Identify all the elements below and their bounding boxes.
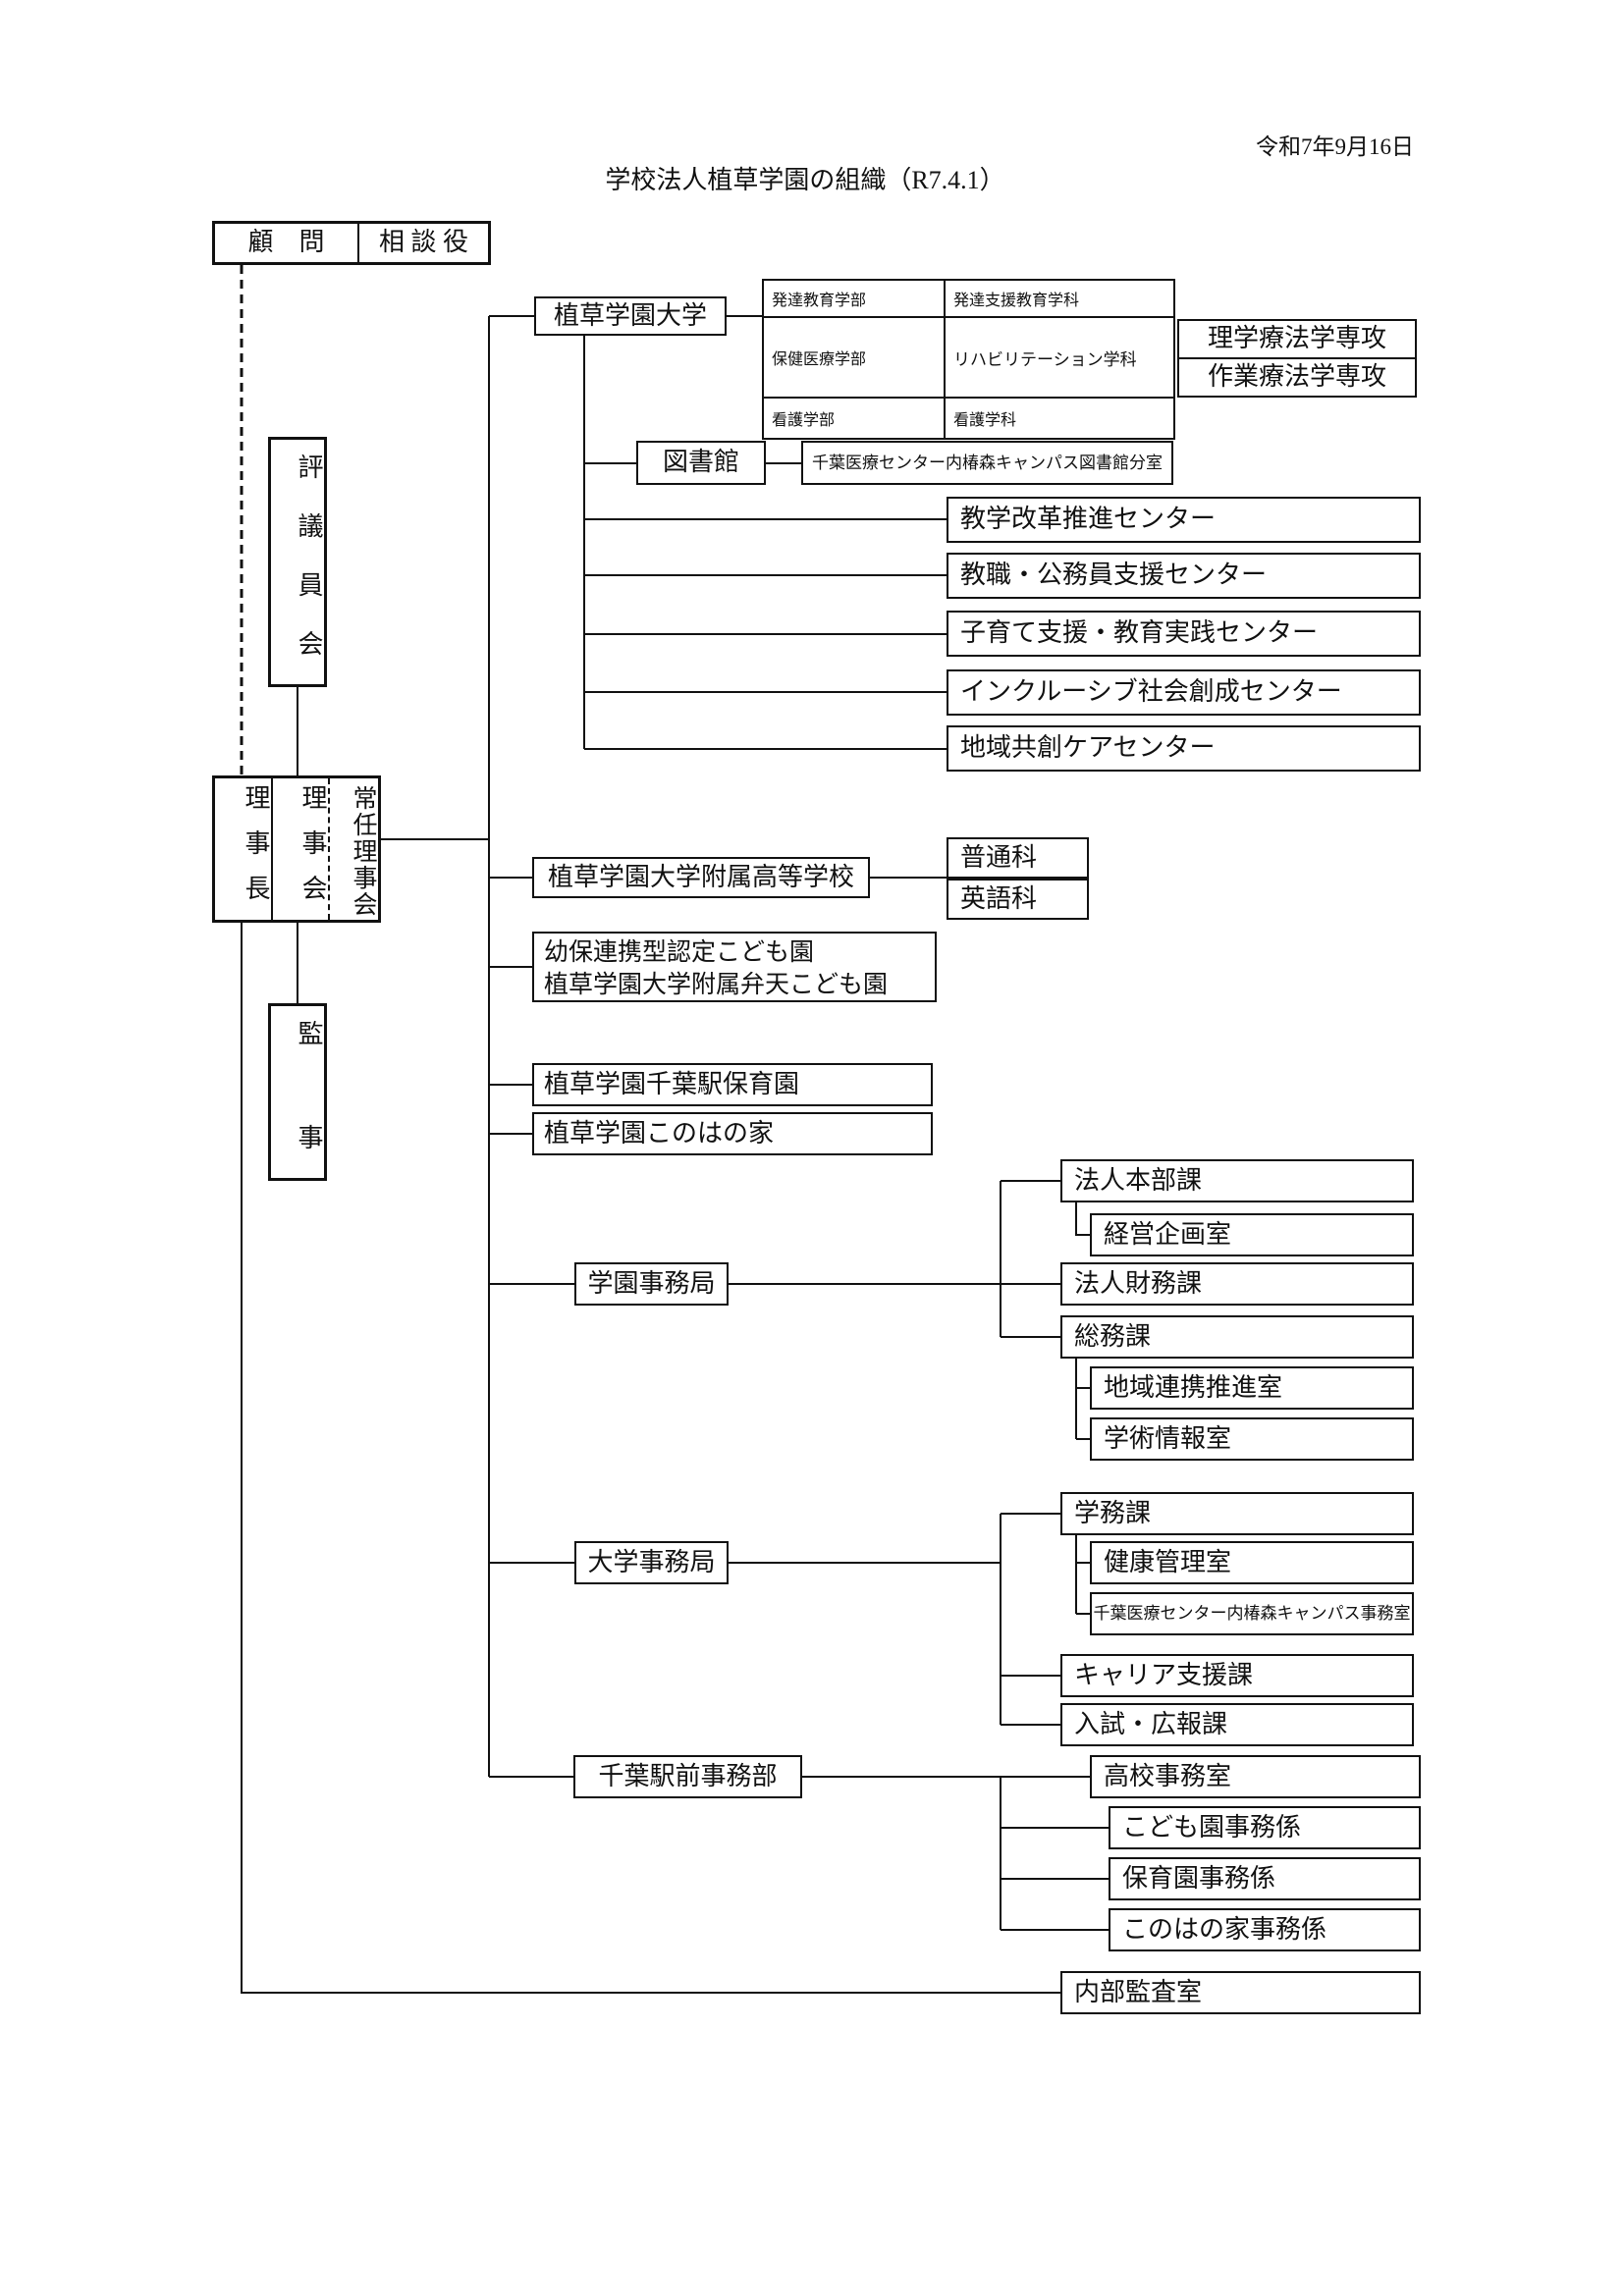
standing-board-node: 常任理事会 (328, 778, 378, 920)
major-physical-therapy: 理学療法学専攻 (1177, 319, 1417, 359)
daigaku-jimukyoku-node: 大学事務局 (574, 1541, 729, 1584)
ekimae-jimubu-node: 千葉駅前事務部 (573, 1755, 802, 1798)
course-eigoka: 英語科 (947, 879, 1089, 920)
department-rehabilitation: リハビリテーション学科 (946, 318, 1173, 399)
page-title: 学校法人植草学園の組織（R7.4.1） (605, 166, 1005, 194)
gakuen-jimukyoku-node: 学園事務局 (574, 1262, 729, 1306)
center-kosodate-shien: 子育て支援・教育実践センター (947, 611, 1421, 657)
center-inclusive: インクルーシブ社会創成センター (947, 669, 1421, 716)
unit-hojin-honbu: 法人本部課 (1060, 1159, 1414, 1202)
unit-somu: 総務課 (1060, 1315, 1414, 1359)
unit-nyushi-koho: 入試・広報課 (1060, 1703, 1414, 1746)
unit-kodomoen-jimugakari: こども園事務係 (1109, 1806, 1421, 1849)
board-combined-box: 理事長 理事会 常任理事会 (212, 775, 381, 923)
faculty-table: 発達教育学部 発達支援教育学科 保健医療学部 リハビリテーション学科 看護学部 … (762, 279, 1175, 440)
ekimae-jimubu-lines (489, 1776, 1109, 1931)
unit-hojin-zaimu: 法人財務課 (1060, 1262, 1414, 1306)
document-date: 令和7年9月16日 (1256, 134, 1414, 159)
advisor-counselor-box: 顧 問 相 談 役 (212, 221, 491, 265)
unit-hoikuen-jimugakari: 保育園事務係 (1109, 1857, 1421, 1900)
high-school-node: 植草学園大学附属高等学校 (532, 857, 870, 898)
library-node: 図書館 (636, 441, 766, 485)
board-node: 理事会 (271, 778, 328, 920)
counselor-node: 相 談 役 (357, 224, 488, 262)
subunit-kenko-kanri: 健康管理室 (1090, 1541, 1414, 1584)
subunit-gakujutsu-joho: 学術情報室 (1090, 1417, 1414, 1461)
subunit-keiei-kikaku: 経営企画室 (1090, 1213, 1414, 1256)
konohanoie-node: 植草学園このはの家 (532, 1112, 933, 1155)
chairman-node: 理事長 (242, 784, 270, 920)
faculty-hoken-iryo: 保健医療学部 (764, 318, 946, 399)
gakuen-jimukyoku-lines (489, 1180, 1090, 1440)
university-node: 植草学園大学 (534, 296, 727, 336)
faculty-hattatsu: 発達教育学部 (764, 281, 946, 318)
faculty-kango: 看護学部 (764, 399, 946, 438)
auditor-node: 監事 (268, 1003, 327, 1181)
kindergarten-node: 幼保連携型認定こども園 植草学園大学附属弁天こども園 (532, 932, 937, 1002)
library-branch-node: 千葉医療センター内椿森キャンパス図書館分室 (801, 441, 1173, 485)
department-hattatsu-shien: 発達支援教育学科 (946, 281, 1173, 318)
kindergarten-line2: 植草学園大学附属弁天こども園 (544, 972, 889, 998)
unit-konohanoie-jimugakari: このはの家事務係 (1109, 1908, 1421, 1951)
nursery-node: 植草学園千葉駅保育園 (532, 1063, 933, 1106)
internal-audit-node: 内部監査室 (1060, 1971, 1421, 2014)
advisor-node: 顧 問 (247, 228, 325, 257)
unit-gakumu: 学務課 (1060, 1492, 1414, 1535)
subunit-chiiki-renkei: 地域連携推進室 (1090, 1366, 1414, 1410)
center-kyogaku-kaikaku: 教学改革推進センター (947, 497, 1421, 543)
course-futsuka: 普通科 (947, 837, 1089, 879)
center-chiiki-kyoso-care: 地域共創ケアセンター (947, 725, 1421, 772)
council-node: 評議員会 (268, 437, 327, 687)
center-kyoshoku-komuin: 教職・公務員支援センター (947, 553, 1421, 599)
kindergarten-line1: 幼保連携型認定こども園 (544, 939, 815, 966)
department-kango: 看護学科 (953, 412, 1017, 429)
subunit-tsubakimori-jimushitsu: 千葉医療センター内椿森キャンパス事務室 (1090, 1592, 1414, 1635)
unit-koko-jimushitsu: 高校事務室 (1090, 1755, 1421, 1798)
unit-career-shien: キャリア支援課 (1060, 1654, 1414, 1697)
major-occupational-therapy: 作業療法学専攻 (1177, 357, 1417, 398)
